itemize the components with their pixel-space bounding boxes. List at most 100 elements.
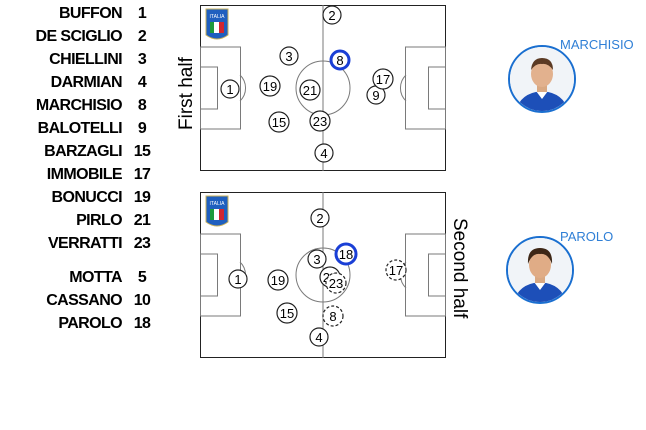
roster-row: CHIELLINI 3 bbox=[0, 51, 160, 73]
svg-text:1: 1 bbox=[226, 82, 233, 97]
player-marker-highlight: 8 bbox=[329, 49, 351, 71]
player-number: 3 bbox=[137, 51, 147, 68]
player-avatar bbox=[506, 236, 574, 304]
player-number: 10 bbox=[133, 292, 151, 309]
player-name: DARMIAN bbox=[50, 74, 123, 91]
italy-badge: ITALIA bbox=[205, 195, 229, 227]
player-marker: 2 bbox=[322, 5, 342, 25]
player-name: CHIELLINI bbox=[49, 51, 122, 68]
player-marker: 21 bbox=[299, 79, 321, 101]
player-marker: 15 bbox=[276, 302, 298, 324]
player-number: 4 bbox=[137, 74, 147, 91]
roster-row: VERRATTI 23 bbox=[0, 235, 160, 257]
roster-row: DE SCIGLIO 2 bbox=[0, 28, 160, 50]
player-marker: 1 bbox=[228, 269, 248, 289]
right-penalty-box bbox=[405, 233, 446, 317]
player-name: PAROLO bbox=[58, 315, 122, 332]
player-marker: 3 bbox=[307, 249, 327, 269]
second-half-pitch: ITALIA 1 2 3 4 8 15 17 18 19 21 23 bbox=[200, 192, 446, 358]
svg-text:21: 21 bbox=[303, 83, 317, 98]
player-name: CASSANO bbox=[46, 292, 122, 309]
player-marker-highlight: 18 bbox=[334, 242, 358, 266]
player-name: PIRLO bbox=[76, 212, 123, 229]
svg-text:23: 23 bbox=[329, 276, 343, 291]
player-marker: 1 bbox=[220, 79, 240, 99]
player-number: 2 bbox=[137, 28, 147, 45]
italy-badge: ITALIA bbox=[205, 8, 229, 40]
roster-row: BALOTELLI 9 bbox=[0, 120, 160, 142]
left-goal-box bbox=[200, 66, 218, 110]
player-number: 17 bbox=[133, 166, 151, 183]
svg-text:19: 19 bbox=[263, 79, 277, 94]
player-marker: 3 bbox=[279, 46, 299, 66]
formation-markers: 1 2 3 4 8 15 17 18 19 21 23 bbox=[228, 208, 407, 347]
badge-text: ITALIA bbox=[210, 14, 226, 20]
player-name: VERRATTI bbox=[47, 235, 123, 252]
player-name: DE SCIGLIO bbox=[35, 28, 123, 45]
player-marker: 15 bbox=[268, 111, 290, 133]
player-marker-dashed: 8 bbox=[322, 305, 344, 327]
player-number: 9 bbox=[137, 120, 147, 137]
first-half-label: First half bbox=[176, 57, 197, 130]
svg-text:2: 2 bbox=[316, 211, 323, 226]
left-goal-box bbox=[200, 253, 218, 297]
player-number: 1 bbox=[137, 5, 147, 22]
formation-markers: 1 2 3 4 8 9 15 17 19 21 23 bbox=[220, 5, 394, 163]
player-marker: 2 bbox=[310, 208, 330, 228]
player-photo bbox=[510, 47, 574, 111]
player-number: 15 bbox=[133, 143, 151, 160]
player-marker: 4 bbox=[309, 327, 329, 347]
right-goal-box bbox=[428, 253, 446, 297]
svg-text:19: 19 bbox=[271, 273, 285, 288]
svg-text:2: 2 bbox=[328, 8, 335, 23]
svg-text:17: 17 bbox=[389, 263, 403, 278]
svg-text:4: 4 bbox=[315, 330, 322, 345]
player-name: BALOTELLI bbox=[37, 120, 123, 137]
svg-text:4: 4 bbox=[320, 146, 327, 161]
player-number: 8 bbox=[137, 97, 147, 114]
svg-text:17: 17 bbox=[376, 72, 390, 87]
svg-text:23: 23 bbox=[313, 114, 327, 129]
roster-row: BONUCCI 19 bbox=[0, 189, 160, 211]
player-name: BONUCCI bbox=[51, 189, 123, 206]
svg-text:18: 18 bbox=[339, 247, 353, 262]
right-penalty-box bbox=[405, 46, 446, 130]
featured-player-name: MARCHISIO bbox=[560, 37, 634, 52]
player-name: MARCHISIO bbox=[35, 97, 123, 114]
roster-row: MARCHISIO 8 bbox=[0, 97, 160, 119]
right-goal-box bbox=[428, 66, 446, 110]
featured-player-name: PAROLO bbox=[560, 229, 614, 244]
right-penalty-arc bbox=[400, 74, 407, 102]
player-number: 23 bbox=[133, 235, 151, 252]
svg-text:1: 1 bbox=[234, 272, 241, 287]
player-marker: 17 bbox=[372, 68, 394, 90]
player-marker: 19 bbox=[267, 269, 289, 291]
roster-row: IMMOBILE 17 bbox=[0, 166, 160, 188]
player-number: 19 bbox=[133, 189, 151, 206]
player-name: IMMOBILE bbox=[46, 166, 123, 183]
roster-row-sub: CASSANO 10 bbox=[0, 292, 160, 314]
player-marker-dashed: 17 bbox=[385, 259, 407, 281]
first-half-pitch: ITALIA 1 2 3 4 8 9 15 17 19 21 23 bbox=[200, 5, 446, 171]
second-half-label: Second half bbox=[449, 218, 470, 319]
player-photo bbox=[508, 238, 572, 302]
svg-text:15: 15 bbox=[272, 115, 286, 130]
player-avatar bbox=[508, 45, 576, 113]
roster-row: DARMIAN 4 bbox=[0, 74, 160, 96]
svg-text:15: 15 bbox=[280, 306, 294, 321]
player-marker: 4 bbox=[314, 143, 334, 163]
svg-text:3: 3 bbox=[285, 49, 292, 64]
center-circle bbox=[295, 247, 351, 303]
svg-text:3: 3 bbox=[313, 252, 320, 267]
player-marker-dashed: 23 bbox=[325, 272, 347, 294]
svg-text:9: 9 bbox=[372, 88, 379, 103]
player-name: MOTTA bbox=[69, 269, 122, 286]
pitch-svg: ITALIA 1 2 3 4 8 15 17 18 19 21 23 bbox=[200, 192, 446, 358]
svg-text:8: 8 bbox=[329, 309, 336, 324]
player-marker: 19 bbox=[259, 75, 281, 97]
